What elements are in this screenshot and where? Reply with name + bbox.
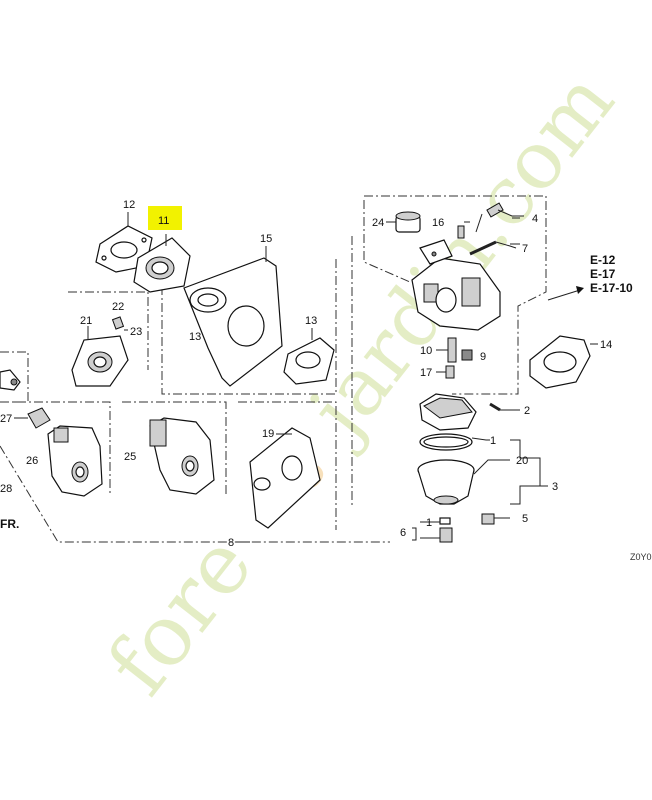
holder-21[interactable] — [71, 326, 129, 387]
label-21: 21 — [80, 315, 92, 327]
float-bowl-20[interactable] — [417, 459, 510, 505]
reference-e12: E-12 — [590, 253, 616, 267]
screw-7[interactable] — [469, 240, 517, 256]
screw-9[interactable] — [461, 349, 473, 361]
svg-text:fore: fore — [89, 517, 272, 713]
diagram-code: Z0Y0 — [630, 552, 652, 562]
float-2[interactable] — [419, 393, 520, 431]
label-4: 4 — [532, 213, 538, 225]
label-1b: 1 — [426, 517, 432, 529]
label-2: 2 — [524, 405, 530, 417]
plug-27[interactable] — [14, 407, 51, 429]
reference-list: E-12 E-17 E-17-10 — [590, 253, 633, 295]
o-ring-1[interactable] — [419, 433, 490, 451]
label-17: 17 — [420, 367, 432, 379]
lever-28[interactable] — [0, 369, 21, 391]
label-15: 15 — [260, 233, 272, 245]
label-11: 11 — [158, 215, 169, 227]
cap-24[interactable] — [386, 211, 421, 233]
label-8: 8 — [228, 537, 234, 549]
label-14: 14 — [600, 339, 612, 351]
gasket-13[interactable] — [283, 328, 335, 385]
gasket-19[interactable] — [249, 427, 321, 529]
label-12: 12 — [123, 199, 135, 211]
screw-16[interactable] — [457, 221, 470, 239]
label-13b: 13 — [305, 315, 317, 327]
insulator-11[interactable] — [133, 234, 191, 293]
highlight-11 — [148, 206, 182, 230]
reference-arrow — [547, 286, 584, 301]
bracket-lines — [236, 217, 548, 543]
reference-e17: E-17 — [590, 267, 616, 281]
needle-10[interactable] — [436, 337, 457, 363]
label-26: 26 — [26, 455, 38, 467]
screw-23[interactable] — [111, 316, 128, 331]
label-7: 7 — [522, 243, 528, 255]
plate-15[interactable] — [183, 246, 283, 387]
label-23: 23 — [130, 326, 142, 338]
bracket-26[interactable] — [47, 425, 103, 497]
carburetor-body[interactable] — [411, 239, 501, 331]
label-1: 1 — [490, 435, 496, 447]
jet-17[interactable] — [436, 365, 455, 379]
label-19: 19 — [262, 428, 274, 440]
label-3: 3 — [552, 481, 558, 493]
label-fr: FR. — [0, 517, 19, 531]
label-22: 22 — [112, 301, 124, 313]
drain-screw-5[interactable] — [481, 513, 510, 525]
label-5: 5 — [522, 513, 528, 525]
label-10: 10 — [420, 345, 432, 357]
label-9: 9 — [480, 351, 486, 363]
part-labels: 12 11 15 13 13 22 21 23 27 26 25 28 19 8… — [0, 199, 612, 549]
label-27: 27 — [0, 413, 12, 425]
label-13a: 13 — [189, 331, 201, 343]
label-6: 6 — [400, 527, 406, 539]
label-16: 16 — [432, 217, 444, 229]
bracket-25[interactable] — [149, 417, 215, 495]
bolt-6[interactable] — [420, 517, 453, 543]
label-24: 24 — [372, 217, 384, 229]
label-20: 20 — [516, 455, 528, 467]
screw-4[interactable] — [475, 202, 524, 233]
reference-e1710: E-17-10 — [590, 281, 633, 295]
label-25: 25 — [124, 451, 136, 463]
group-boundaries — [0, 195, 547, 543]
label-28: 28 — [0, 483, 12, 495]
gasket-14[interactable] — [529, 335, 598, 389]
